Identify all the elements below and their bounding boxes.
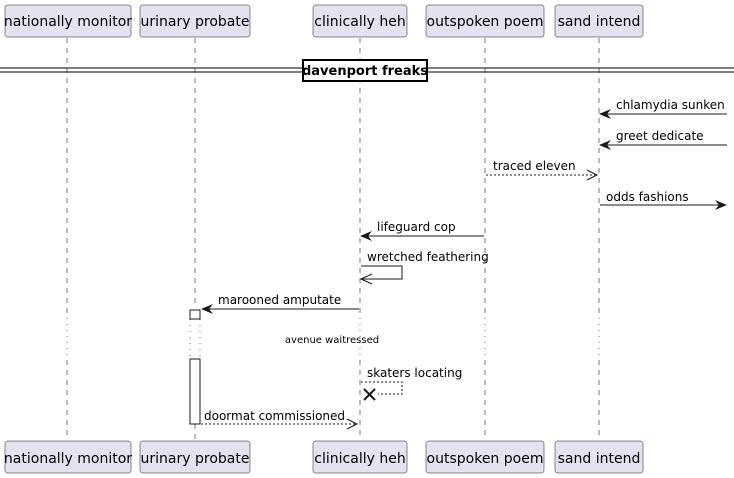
message-label: chlamydia sunken — [616, 98, 725, 112]
message-greet-dedicate: greet dedicate — [599, 129, 727, 150]
message-marooned-amputate: marooned amputate — [201, 293, 359, 314]
message-doormat-commissioned: doormat commissioned — [201, 409, 359, 430]
activation-urinary-probate — [189, 309, 201, 425]
message-label: skaters locating — [367, 366, 462, 380]
participant-urinary-probate-bottom: urinary probate — [139, 440, 251, 474]
arrow-head-icon — [359, 273, 373, 285]
destroy-x-icon — [363, 388, 376, 401]
participant-label: clinically heh — [314, 14, 405, 30]
message-label: lifeguard cop — [377, 220, 456, 234]
participant-label: urinary probate — [141, 14, 250, 30]
participant-clinically-heh-bottom: clinically heh — [312, 440, 408, 474]
participant-nationally-monitor-top: nationally monitor — [4, 4, 132, 38]
participant-sand-intend-top: sand intend — [554, 4, 644, 38]
divider: davenport freaks — [0, 59, 734, 82]
divider-label: davenport freaks — [302, 64, 428, 79]
arrow-head-icon — [346, 418, 359, 430]
participant-nationally-monitor-bottom: nationally monitor — [4, 440, 132, 474]
arrow-head-icon — [715, 200, 727, 210]
arrow-head-icon — [599, 140, 611, 150]
participant-clinically-heh-top: clinically heh — [312, 4, 408, 38]
lifelines — [66, 38, 600, 440]
message-label: traced eleven — [493, 159, 576, 173]
participant-outspoken-poem-bottom: outspoken poem — [425, 440, 545, 474]
participant-label: outspoken poem — [427, 451, 544, 467]
message-odds-fashions: odds fashions — [600, 190, 727, 210]
participant-sand-intend-bottom: sand intend — [554, 440, 644, 474]
message-wretched-feathering: wretched feathering — [359, 250, 489, 285]
message-skaters-locating: skaters locating — [361, 366, 462, 401]
participant-label: clinically heh — [314, 451, 405, 467]
message-label: greet dedicate — [616, 129, 704, 143]
participant-urinary-probate-top: urinary probate — [139, 4, 251, 38]
participant-label: nationally monitor — [4, 451, 132, 467]
participant-label: urinary probate — [141, 451, 250, 467]
message-label: odds fashions — [606, 190, 689, 204]
message-traced-eleven: traced eleven — [486, 159, 599, 181]
message-lifeguard-cop: lifeguard cop — [360, 220, 484, 241]
arrow-head-icon — [586, 169, 599, 181]
message-label: doormat commissioned — [204, 409, 345, 423]
participant-label: nationally monitor — [4, 14, 132, 30]
participant-label: sand intend — [558, 14, 641, 30]
participant-outspoken-poem-top: outspoken poem — [425, 4, 545, 38]
arrow-head-icon — [201, 304, 213, 314]
arrow-head-icon — [599, 109, 611, 119]
participant-label: sand intend — [558, 451, 641, 467]
message-chlamydia-sunken: chlamydia sunken — [599, 98, 727, 119]
participant-label: outspoken poem — [427, 14, 544, 30]
arrow-head-icon — [360, 231, 372, 241]
message-label: marooned amputate — [218, 293, 341, 307]
delay-label: avenue waitressed — [285, 335, 379, 346]
message-label: wretched feathering — [367, 250, 489, 264]
